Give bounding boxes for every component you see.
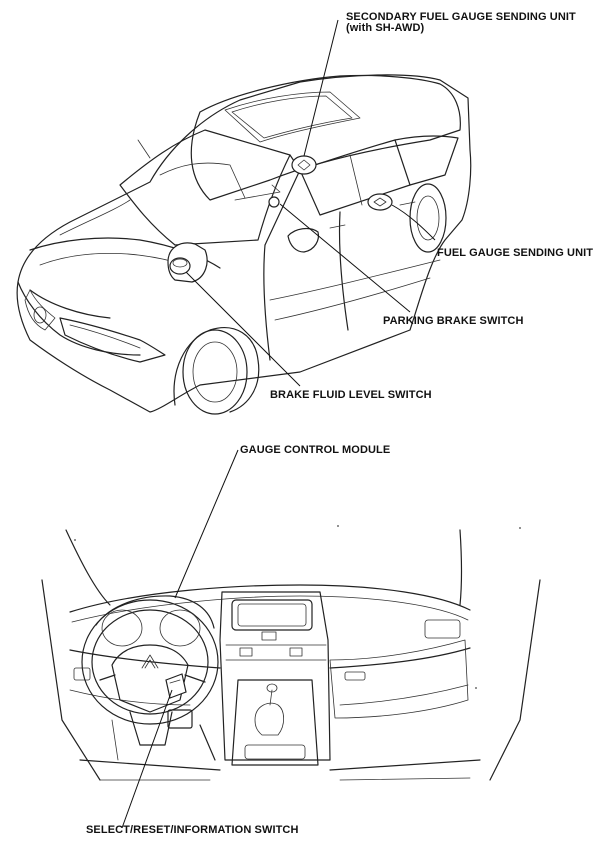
- brake-fluid-reservoir-icon: [167, 242, 208, 283]
- secondary-fuel-gauge-label-line2: (with SH-AWD): [346, 22, 425, 34]
- fuel-gauge-unit-icon: [367, 193, 393, 211]
- secondary-fuel-gauge-unit-icon: [291, 155, 317, 175]
- fuel-gauge-sending-unit-label: FUEL GAUGE SENDING UNIT: [437, 247, 594, 259]
- secondary-fuel-gauge-label-line1: SECONDARY FUEL GAUGE SENDING UNIT: [346, 11, 576, 23]
- parking-brake-switch-label: PARKING BRAKE SWITCH: [383, 315, 524, 327]
- brake-fluid-level-switch-label: BRAKE FLUID LEVEL SWITCH: [270, 389, 432, 401]
- parking-brake-switch-icon: [268, 196, 280, 208]
- gauge-control-module-label: GAUGE CONTROL MODULE: [240, 444, 391, 456]
- select-reset-information-switch-label: SELECT/RESET/INFORMATION SWITCH: [86, 824, 299, 836]
- car-illustration: [16, 19, 472, 415]
